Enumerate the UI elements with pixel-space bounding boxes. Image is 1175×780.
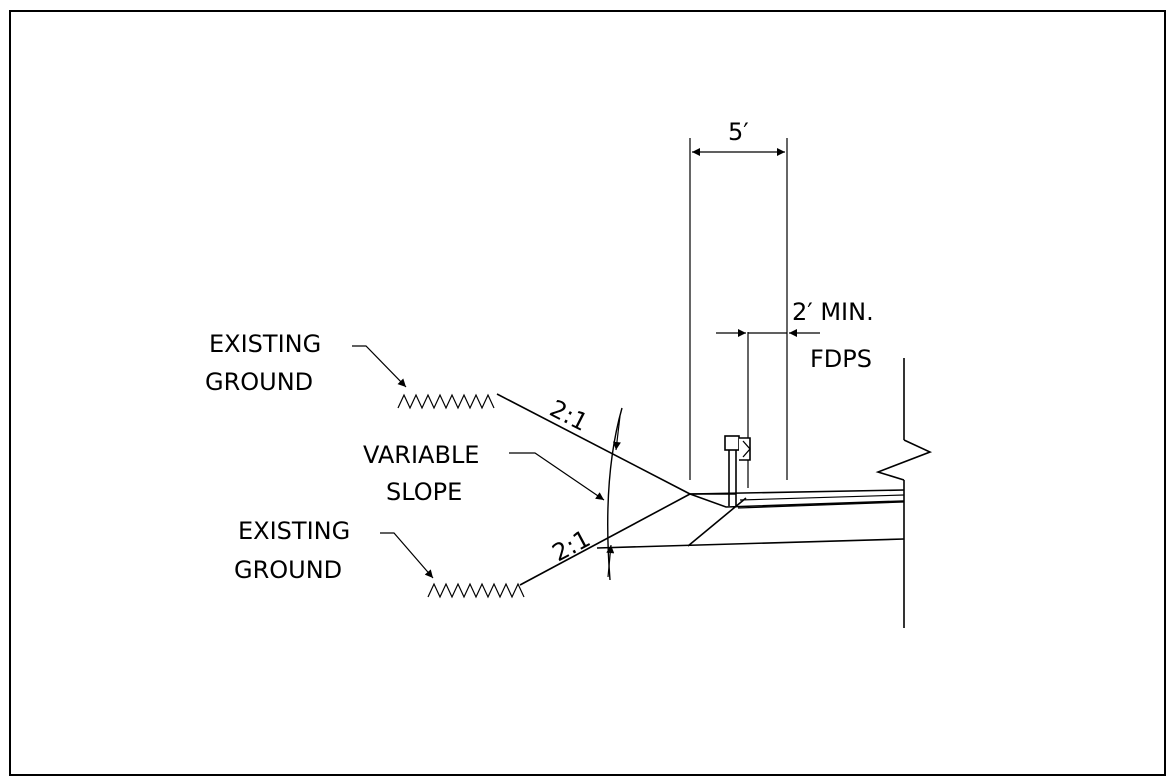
wall-bevel-line [687, 497, 747, 547]
deck-bevel-line [689, 493, 905, 508]
existing-ground-lower-line1: EXISTING [238, 517, 350, 545]
leader-existing-ground-lower [380, 532, 434, 579]
rail-detail [742, 440, 751, 458]
slope-ratio-lower: 2:1 [548, 524, 595, 567]
existing-ground-lower-line2: GROUND [234, 556, 342, 584]
fdps-label: FDPS [810, 345, 872, 373]
rail-blockout [739, 437, 751, 461]
slope-ratio-upper: 2:1 [545, 394, 592, 436]
leader-existing-ground-upper [352, 345, 407, 388]
existing-ground-hatch-lower [427, 582, 525, 599]
frame-border [9, 10, 1166, 776]
dimension-2ft-min-label: 2′ MIN. [792, 298, 874, 326]
deck-line-2 [739, 494, 905, 501]
lower-slope-line [519, 493, 691, 586]
existing-ground-upper-line2: GROUND [205, 368, 313, 396]
existing-ground-upper-line1: EXISTING [209, 330, 321, 358]
variable-slope-line1: VARIABLE [363, 441, 479, 469]
existing-ground-hatch-upper [397, 393, 495, 410]
slope-arc-arrow-lower [606, 544, 615, 578]
break-symbol [875, 439, 933, 481]
variable-slope-arc [607, 407, 623, 581]
variable-slope-line2: SLOPE [386, 478, 462, 506]
rail-post-cap [724, 435, 740, 451]
embankment-bottom-line [596, 538, 905, 549]
deck-line-3 [737, 501, 905, 509]
leader-variable-slope [509, 452, 605, 501]
upper-slope-line [496, 393, 691, 495]
dimension-5ft-label: 5′ [728, 118, 749, 146]
slope-arc-arrow-upper [612, 415, 621, 451]
